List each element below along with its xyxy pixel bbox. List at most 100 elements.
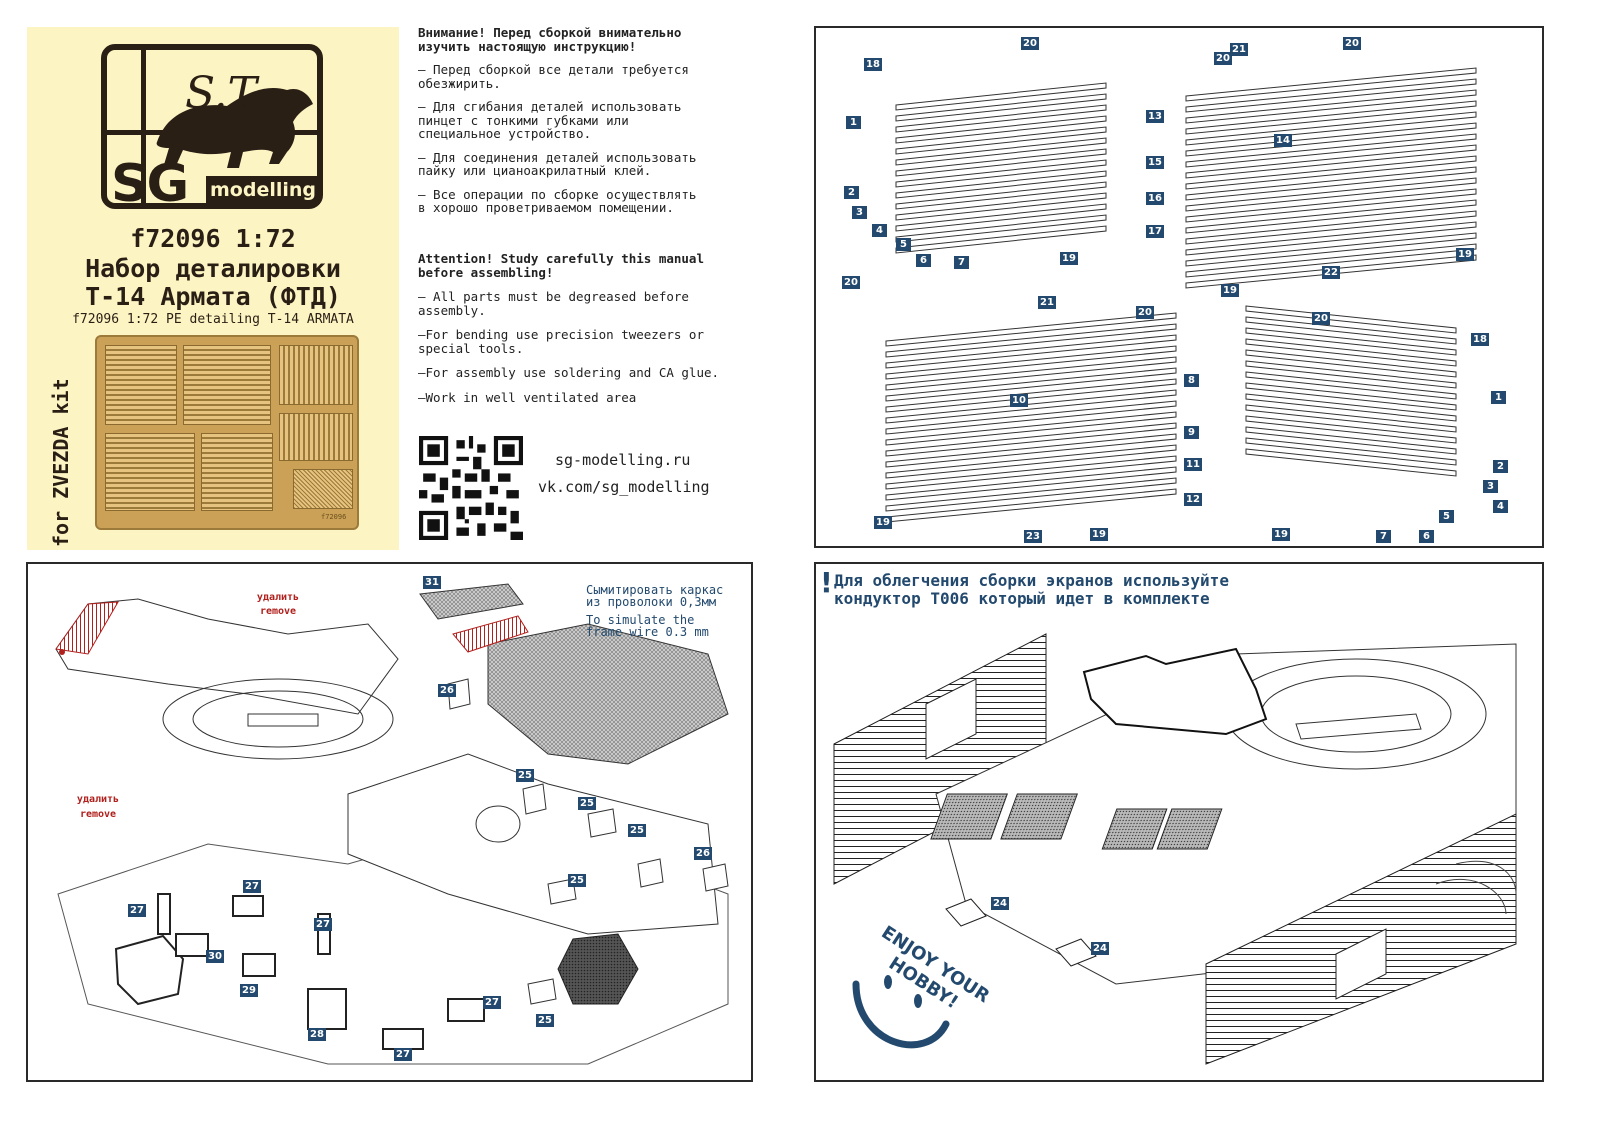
screen-slat bbox=[885, 466, 1177, 501]
part-callout: 19 bbox=[1456, 248, 1474, 261]
screen-slat bbox=[895, 148, 1107, 177]
screen-slat bbox=[1185, 166, 1477, 201]
screen-slat bbox=[1245, 316, 1457, 345]
screen-slat bbox=[1185, 155, 1477, 190]
simulate-wire-label-ru: Сымитировать каркас из проволоки 0,3мм bbox=[586, 583, 724, 609]
part-callout: 5 bbox=[1439, 510, 1454, 523]
part-callout: 7 bbox=[954, 256, 969, 269]
title-panel: S.T. SG modelling f72096 1:72 Набор дета… bbox=[27, 27, 399, 550]
screen-slat bbox=[895, 214, 1107, 243]
fret-mesh-block bbox=[293, 469, 353, 509]
logo-modelling: modelling bbox=[206, 176, 320, 204]
qr-code-icon[interactable] bbox=[419, 436, 523, 540]
screen-slat bbox=[885, 378, 1177, 413]
part-callout: 20 bbox=[1343, 37, 1361, 50]
assembly-diagram bbox=[833, 633, 1517, 1065]
screen-slat bbox=[1185, 232, 1477, 267]
part-callout: 18 bbox=[1471, 333, 1489, 346]
for-kit-label: for ZVEZDA kit bbox=[49, 378, 73, 547]
fret-screen-block bbox=[105, 345, 177, 425]
part-callout: 25 bbox=[628, 824, 646, 837]
instruction-ru-item: – Перед сборкой все детали требуется обе… bbox=[418, 62, 689, 91]
website-link[interactable]: sg-modelling.ru bbox=[555, 451, 691, 469]
part-callout: 23 bbox=[1024, 530, 1042, 543]
screen-slat bbox=[1245, 371, 1457, 400]
screen-slat bbox=[885, 389, 1177, 424]
screens-diagram bbox=[885, 67, 1477, 523]
part-callout: 10 bbox=[1010, 394, 1028, 407]
part-callout: 29 bbox=[240, 984, 258, 997]
part-callout: 20 bbox=[1021, 37, 1039, 50]
part-callout: 4 bbox=[872, 224, 887, 237]
kit-subtitle-en: f72096 1:72 PE detailing T-14 ARMATA bbox=[72, 312, 354, 327]
part-callout: 30 bbox=[206, 950, 224, 963]
instruction-en-item: –For assembly use soldering and CA glue. bbox=[418, 365, 720, 380]
part-callout: 24 bbox=[1091, 942, 1109, 955]
screen-slat bbox=[885, 367, 1177, 402]
part-callout: 22 bbox=[1322, 266, 1340, 279]
screen-slat bbox=[885, 345, 1177, 380]
part-callout: 24 bbox=[991, 897, 1009, 910]
kit-title-line1: Набор деталировки bbox=[85, 254, 341, 283]
screen-slat bbox=[895, 93, 1107, 122]
part-callout: 8 bbox=[1184, 374, 1199, 387]
part-callout: 21 bbox=[1230, 43, 1248, 56]
instruction-ru-item: – Все операции по сборке осуществлять в … bbox=[418, 186, 697, 215]
screen-slat bbox=[1185, 221, 1477, 256]
simulate-wire-label-en: To simulate the frame wire 0.3 mm bbox=[586, 613, 709, 639]
part-callout: 5 bbox=[896, 238, 911, 251]
part-callout: 20 bbox=[1214, 52, 1232, 65]
screen-slat bbox=[1185, 133, 1477, 168]
instruction-en-item: –For bending use precision tweezers or s… bbox=[418, 327, 704, 356]
screen-slat bbox=[1245, 349, 1457, 378]
part-callout: 11 bbox=[1184, 458, 1202, 471]
vk-link[interactable]: vk.com/sg_modelling bbox=[538, 478, 710, 496]
logo-initials: S.T. bbox=[185, 68, 265, 119]
instructions-en-heading: Attention! Study carefully this manual b… bbox=[418, 251, 704, 280]
logo-sprue-vertical bbox=[141, 50, 146, 203]
part-callout: 13 bbox=[1146, 110, 1164, 123]
screen-slat bbox=[1245, 338, 1457, 367]
remove-label-ru: удалить bbox=[256, 592, 300, 603]
screen-slat bbox=[895, 225, 1107, 254]
part-callout: 4 bbox=[1493, 500, 1508, 513]
part-callout: 31 bbox=[423, 576, 441, 589]
screen-slat bbox=[1245, 382, 1457, 411]
assembly-panel: ! Для облегчения сборки экранов использу… bbox=[814, 562, 1544, 1082]
fret-screen-block bbox=[105, 433, 195, 511]
fret-screen-block bbox=[201, 433, 273, 511]
part-callout: 25 bbox=[536, 1014, 554, 1027]
part-callout: 14 bbox=[1274, 134, 1292, 147]
remove-label-en: remove bbox=[79, 809, 117, 820]
part-callout: 27 bbox=[394, 1048, 412, 1061]
screen-slat bbox=[885, 444, 1177, 479]
screen-slat bbox=[885, 334, 1177, 369]
screen-slat bbox=[895, 104, 1107, 133]
part-callout: 19 bbox=[874, 516, 892, 529]
pe-fret-image: f72096 bbox=[95, 335, 359, 530]
screen-slat bbox=[1245, 415, 1457, 444]
part-callout: 27 bbox=[314, 918, 332, 931]
part-callout: 26 bbox=[438, 684, 456, 697]
screen-slat bbox=[1185, 89, 1477, 124]
instructions-en: Attention! Study carefully this manual b… bbox=[418, 252, 808, 415]
part-callout: 27 bbox=[243, 880, 261, 893]
part-callout: 19 bbox=[1272, 528, 1290, 541]
screen-slat bbox=[1245, 426, 1457, 455]
instructions-ru-heading: Внимание! Перед сборкой внимательно изуч… bbox=[418, 25, 682, 54]
screen-slat bbox=[885, 433, 1177, 468]
screen-slat bbox=[895, 170, 1107, 199]
part-callout: 19 bbox=[1090, 528, 1108, 541]
screen-slat bbox=[885, 356, 1177, 391]
part-callout: 20 bbox=[842, 276, 860, 289]
screen-slat bbox=[895, 115, 1107, 144]
screen-slat bbox=[1185, 122, 1477, 157]
part-callout: 3 bbox=[852, 206, 867, 219]
fret-bracket-block bbox=[279, 345, 353, 405]
kit-code: f72096 1:72 bbox=[130, 224, 296, 253]
part-callout: 6 bbox=[916, 254, 931, 267]
part-callout: 18 bbox=[864, 58, 882, 71]
screen-slat bbox=[885, 477, 1177, 512]
instruction-en-item: – All parts must be degreased before ass… bbox=[418, 289, 689, 318]
